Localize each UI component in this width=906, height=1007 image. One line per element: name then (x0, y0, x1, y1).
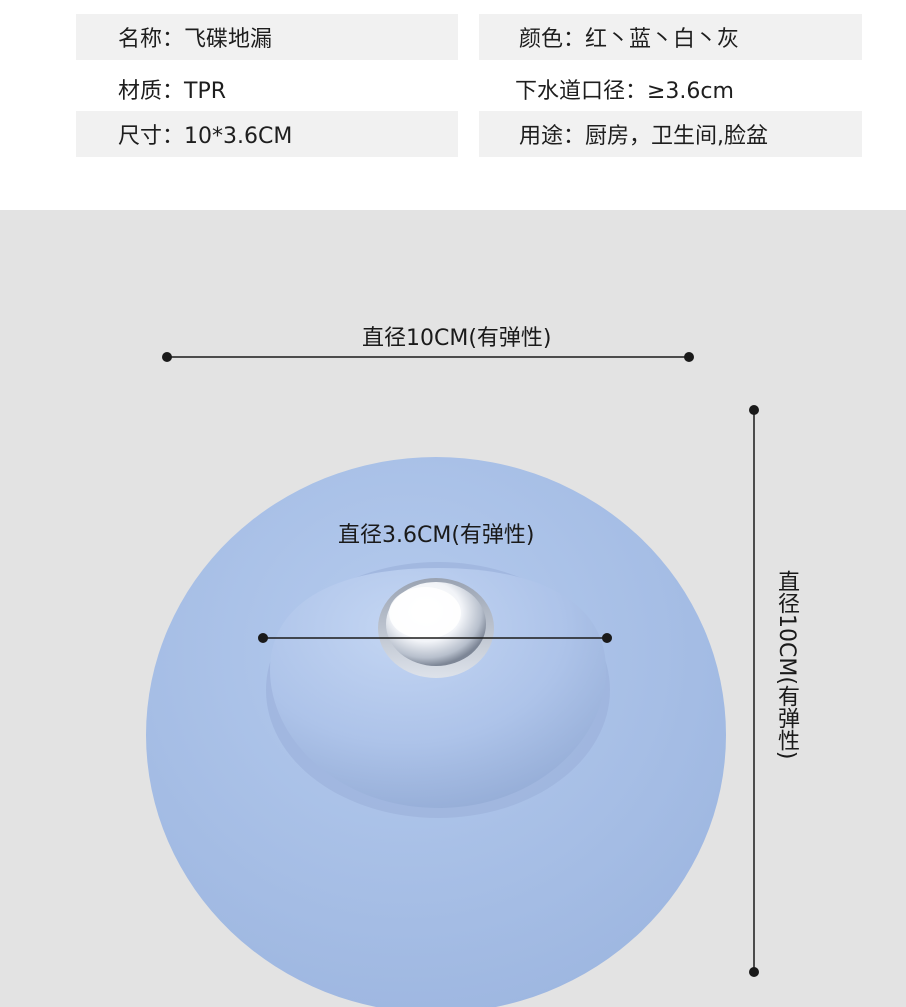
side-dimension-dot-bottom (749, 967, 759, 977)
spec-size: 尺寸：10*3.6CM (118, 124, 293, 149)
top-dimension-dot-right (684, 352, 694, 362)
spec-color: 颜色：红丶蓝丶白丶灰 (519, 27, 740, 52)
drain-stopper-illustration (146, 352, 759, 1007)
spec-usage-row: 用途：厨房，卫生间,脸盆 (479, 111, 862, 157)
spec-drain-row: 下水道口径：≥3.6cm (479, 66, 862, 112)
top-dimension-dot-left (162, 352, 172, 362)
spec-color-row: 颜色：红丶蓝丶白丶灰 (479, 14, 862, 60)
chrome-highlight (389, 587, 461, 639)
spec-drain: 下水道口径：≥3.6cm (515, 79, 734, 104)
spec-usage: 用途：厨房，卫生间,脸盆 (519, 124, 768, 149)
spec-material-row: 材质：TPR (76, 66, 458, 112)
spec-size-row: 尺寸：10*3.6CM (76, 111, 458, 157)
spec-name-row: 名称：飞碟地漏 (76, 14, 458, 60)
dome (270, 568, 606, 808)
inner-dimension-dot-right (602, 633, 612, 643)
spec-name: 名称：飞碟地漏 (118, 27, 273, 52)
outer-diameter-label: 直径10CM(有弹性) (362, 326, 552, 351)
product-photo-area (0, 210, 906, 1007)
inner-dimension-dot-left (258, 633, 268, 643)
side-dimension-dot-top (749, 405, 759, 415)
spec-material: 材质：TPR (118, 79, 226, 104)
side-diameter-label: 直径10CM(有弹性) (774, 570, 799, 760)
inner-diameter-label: 直径3.6CM(有弹性) (338, 523, 535, 548)
